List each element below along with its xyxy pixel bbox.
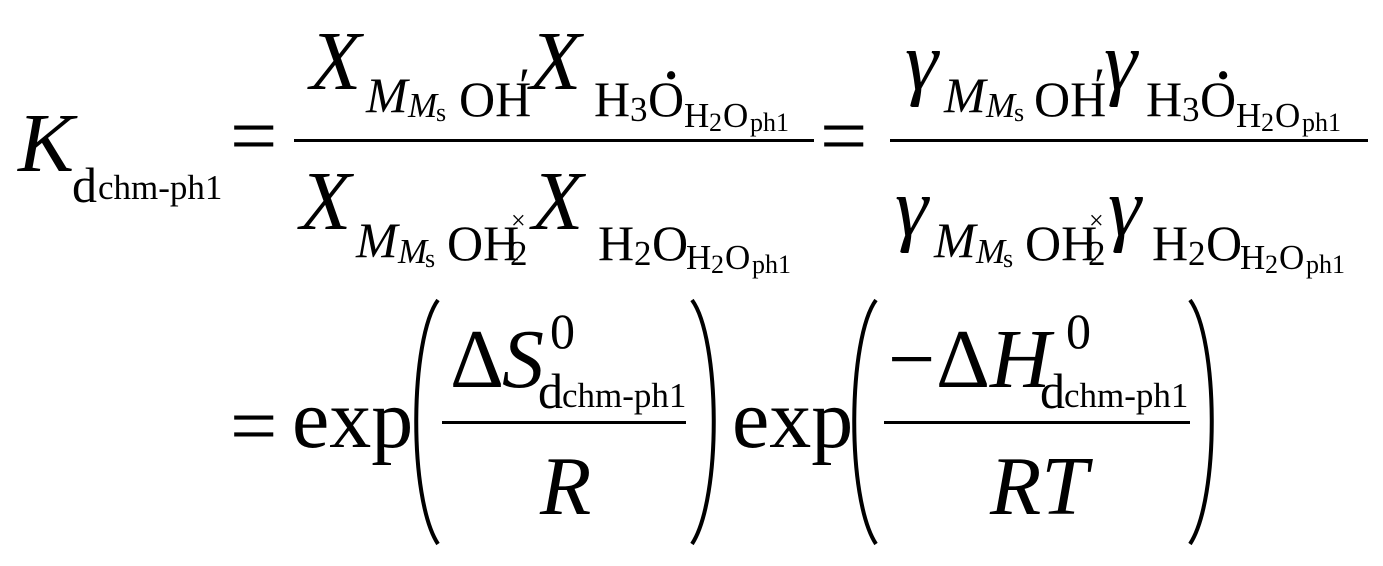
exp-2: exp [732,373,854,466]
frac4-num-delta: Δ [936,313,991,406]
frac2-num-g2-h2o-2: 2 [1261,108,1274,137]
frac1-num-x1-sub-oh: OH [459,71,532,127]
frac3-num-subsub: chm-ph1 [562,376,687,415]
frac2-den-g1-sub-m: M [934,212,976,268]
frac2-num-g1-sub-msubsub: s [1014,98,1025,127]
frac1-den-x1-sub-msubsub: s [425,244,436,273]
frac2-den-g2: γ [1108,161,1142,254]
frac1-den-x2-h2o-o: O [725,238,751,277]
frac4-den: RT [990,440,1089,533]
frac2-num-g1-sub-m: M [944,67,986,123]
frac3-num-delta: Δ [450,313,505,406]
right-paren-2 [1188,298,1214,546]
frac3-bar [442,421,686,424]
frac3-num-sup: 0 [550,303,575,359]
frac1-num-x2-3: 3 [630,90,648,129]
frac3-num-sub: d [538,363,563,419]
frac1-num-x2-h2o-h: H [684,96,710,135]
frac1-den-x2-h: H [598,215,635,271]
frac1-num-x1-sub-msub: M [408,86,438,125]
frac4-num-sym: H [990,313,1051,406]
frac2-num-g1-sub-oh: OH [1034,71,1107,127]
frac2-den-g1-sub-oh: OH [1025,215,1098,271]
lhs-subsub: chm-ph1 [98,168,223,207]
frac1-den-x2-h2o-2: 2 [711,250,724,279]
frac1-den-x1-sub-msub: M [398,232,428,271]
frac2-num-g2-ph1: ph1 [1302,108,1341,137]
frac3-num-sym: S [502,313,544,406]
frac2-den-g1-sub-2: 2 [1088,234,1106,273]
frac2-den-g2-h2o-2: 2 [1265,250,1278,279]
frac2-num-g1-sub-msub: M [986,86,1016,125]
frac1-num-x2-h: H [594,71,631,127]
frac1-num-x2-h2o-2: 2 [709,108,722,137]
frac1-den-x2-h2o-h: H [686,238,712,277]
eq-sign-3: = [230,380,278,473]
frac1-num-x2-dot: • [665,56,678,95]
left-paren-2 [852,298,878,546]
exp-1: exp [292,373,414,466]
frac4-num-sub: d [1040,363,1065,419]
frac2-num-g2-h: H [1146,71,1183,127]
frac1-den-x2-2: 2 [634,234,652,273]
frac2-num-g1: γ [905,15,939,108]
frac2-bar [890,139,1368,142]
eq-sign-2: = [820,90,868,183]
frac2-num-g2-dot: • [1217,56,1230,95]
frac1-den-x2-ph1: ph1 [752,250,791,279]
frac2-den-g1-sub-msubsub: s [1003,244,1014,273]
frac2-num-g2-3: 3 [1182,90,1200,129]
frac2-den-g2-o: O [1206,215,1243,271]
frac2-den-g1: γ [895,161,929,254]
frac4-num-sup: 0 [1066,303,1091,359]
frac1-num-x2-o: O [648,71,685,127]
frac2-den-g1-sub-cross: × [1089,206,1104,235]
frac2-num-g2: γ [1104,15,1138,108]
frac1-den-x1-sub-2: 2 [510,234,528,273]
frac1-num-x2-ph1: ph1 [750,108,789,137]
frac1-num-x2: X [530,15,582,108]
frac4-num-minus: − [888,313,936,406]
frac2-num-g2-o: O [1200,71,1237,127]
frac2-den-g2-2: 2 [1188,234,1206,273]
frac1-num-x1-sub-msubsub: s [436,98,447,127]
frac2-den-g2-h: H [1152,215,1189,271]
frac1-den-x2: X [532,155,584,248]
frac1-den-x1: X [300,155,352,248]
frac2-den-g2-ph1: ph1 [1306,250,1345,279]
frac1-den-x1-sub-cross: × [511,206,526,235]
frac2-den-g1-sub-msub: M [976,232,1006,271]
frac1-den-x1-sub-oh: OH [447,215,520,271]
right-paren-1 [690,298,716,546]
frac2-num-g2-h2o-h: H [1236,96,1262,135]
frac2-den-g2-h2o-o: O [1279,238,1305,277]
frac1-num-x1-sub-m: M [366,67,408,123]
frac1-den-x1-sub-m: M [356,212,398,268]
lhs-sub: d [72,157,97,213]
frac1-num-x1: X [310,15,362,108]
frac1-den-x2-o: O [652,215,689,271]
frac2-num-g1-sub-prime: ′ [1094,57,1105,113]
frac1-num-x1-sub-prime: ′ [519,57,530,113]
frac1-num-x2-h2o-o: O [723,96,749,135]
eq-sign-1: = [230,90,278,183]
frac2-num-g2-h2o-o: O [1275,96,1301,135]
lhs-symbol: K [18,97,75,190]
frac1-bar [294,139,814,142]
frac3-den: R [540,440,592,533]
left-paren-1 [414,298,440,546]
frac4-num-subsub: chm-ph1 [1064,376,1189,415]
frac4-bar [884,421,1190,424]
frac2-den-g2-h2o-h: H [1240,238,1266,277]
